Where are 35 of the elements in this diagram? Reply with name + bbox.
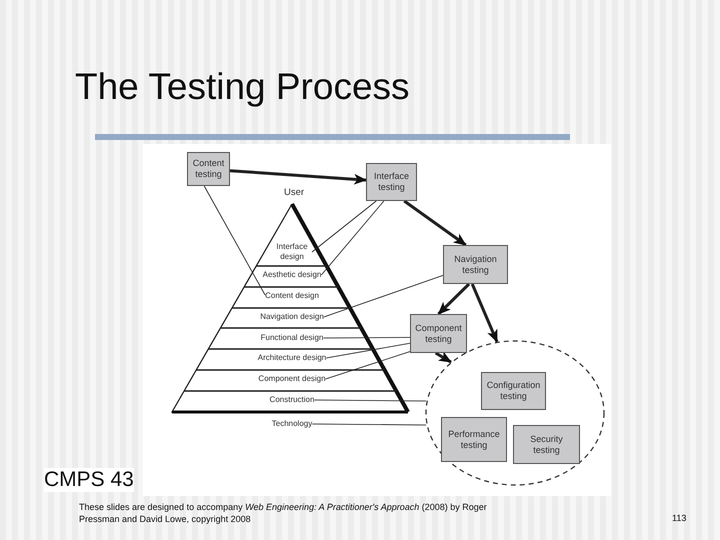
testing-box: Interface testing bbox=[366, 163, 417, 201]
arrow bbox=[230, 169, 368, 185]
connector-line bbox=[323, 275, 444, 318]
connector-line bbox=[312, 424, 426, 426]
arrow bbox=[434, 351, 452, 364]
page-number: 113 bbox=[672, 513, 686, 523]
connector-line bbox=[204, 186, 266, 296]
arrow bbox=[437, 282, 470, 316]
apex-label: User bbox=[284, 187, 304, 198]
connector-line bbox=[322, 337, 410, 338]
course-code: CMPS 43 bbox=[44, 468, 134, 492]
testing-box: Navigation testing bbox=[443, 245, 508, 284]
slide-title: The Testing Process bbox=[75, 66, 410, 108]
testing-box: Component testing bbox=[410, 314, 467, 353]
footer-note: These slides are designed to accompany Web Engineering: A Practitioner's Approach (2008) by Roger Pressman and David Lowe, copyright 2008 bbox=[79, 501, 488, 525]
connector-line bbox=[325, 350, 412, 380]
connector-line bbox=[312, 200, 377, 252]
arrow bbox=[403, 200, 467, 246]
layer-label: Component design bbox=[258, 374, 326, 384]
layer-label: Technology bbox=[272, 419, 312, 429]
connector-line bbox=[326, 342, 410, 358]
connector-line bbox=[320, 200, 384, 276]
testing-box: Content testing bbox=[187, 152, 230, 186]
arrow bbox=[470, 283, 498, 343]
layer-label: Functional design bbox=[260, 333, 324, 343]
testing-box: Configuration testing bbox=[481, 372, 546, 410]
layer-label: Architecture design bbox=[258, 353, 326, 363]
layer-label: Aesthetic design bbox=[262, 270, 322, 280]
connector-line bbox=[314, 400, 426, 402]
layer-label: Construction bbox=[270, 395, 314, 405]
testing-box: Security testing bbox=[513, 425, 580, 464]
layer-label: Navigation design bbox=[260, 312, 324, 322]
layer-label: Content design bbox=[265, 291, 319, 301]
testing-box: Performance testing bbox=[441, 417, 507, 462]
layer-label: Interface design bbox=[272, 242, 312, 262]
